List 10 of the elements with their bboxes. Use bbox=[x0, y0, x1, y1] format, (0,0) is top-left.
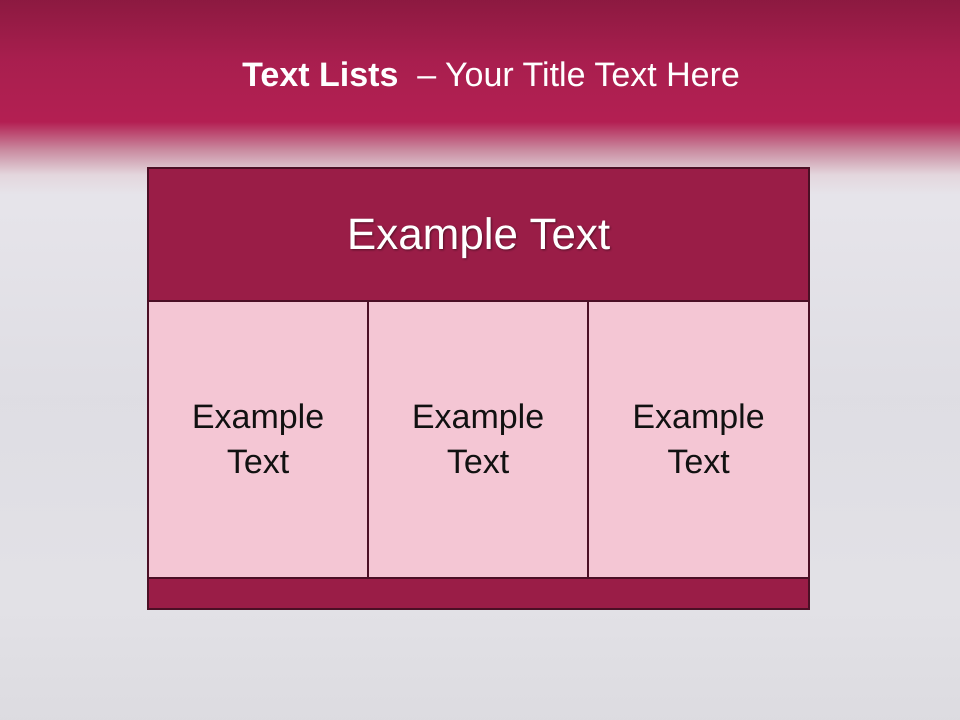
box-text: Example Text bbox=[410, 397, 546, 482]
text-box bbox=[147, 300, 369, 579]
box-text: Example Text bbox=[346, 208, 610, 261]
text-box bbox=[587, 300, 810, 579]
box-text: Example Text bbox=[190, 397, 326, 482]
slide-title: Text Lists – Your Title Text Here bbox=[242, 55, 740, 96]
text-box bbox=[367, 300, 589, 579]
footer-bar bbox=[147, 577, 810, 610]
box-text: Example Text bbox=[631, 397, 766, 482]
header-box bbox=[147, 167, 810, 302]
